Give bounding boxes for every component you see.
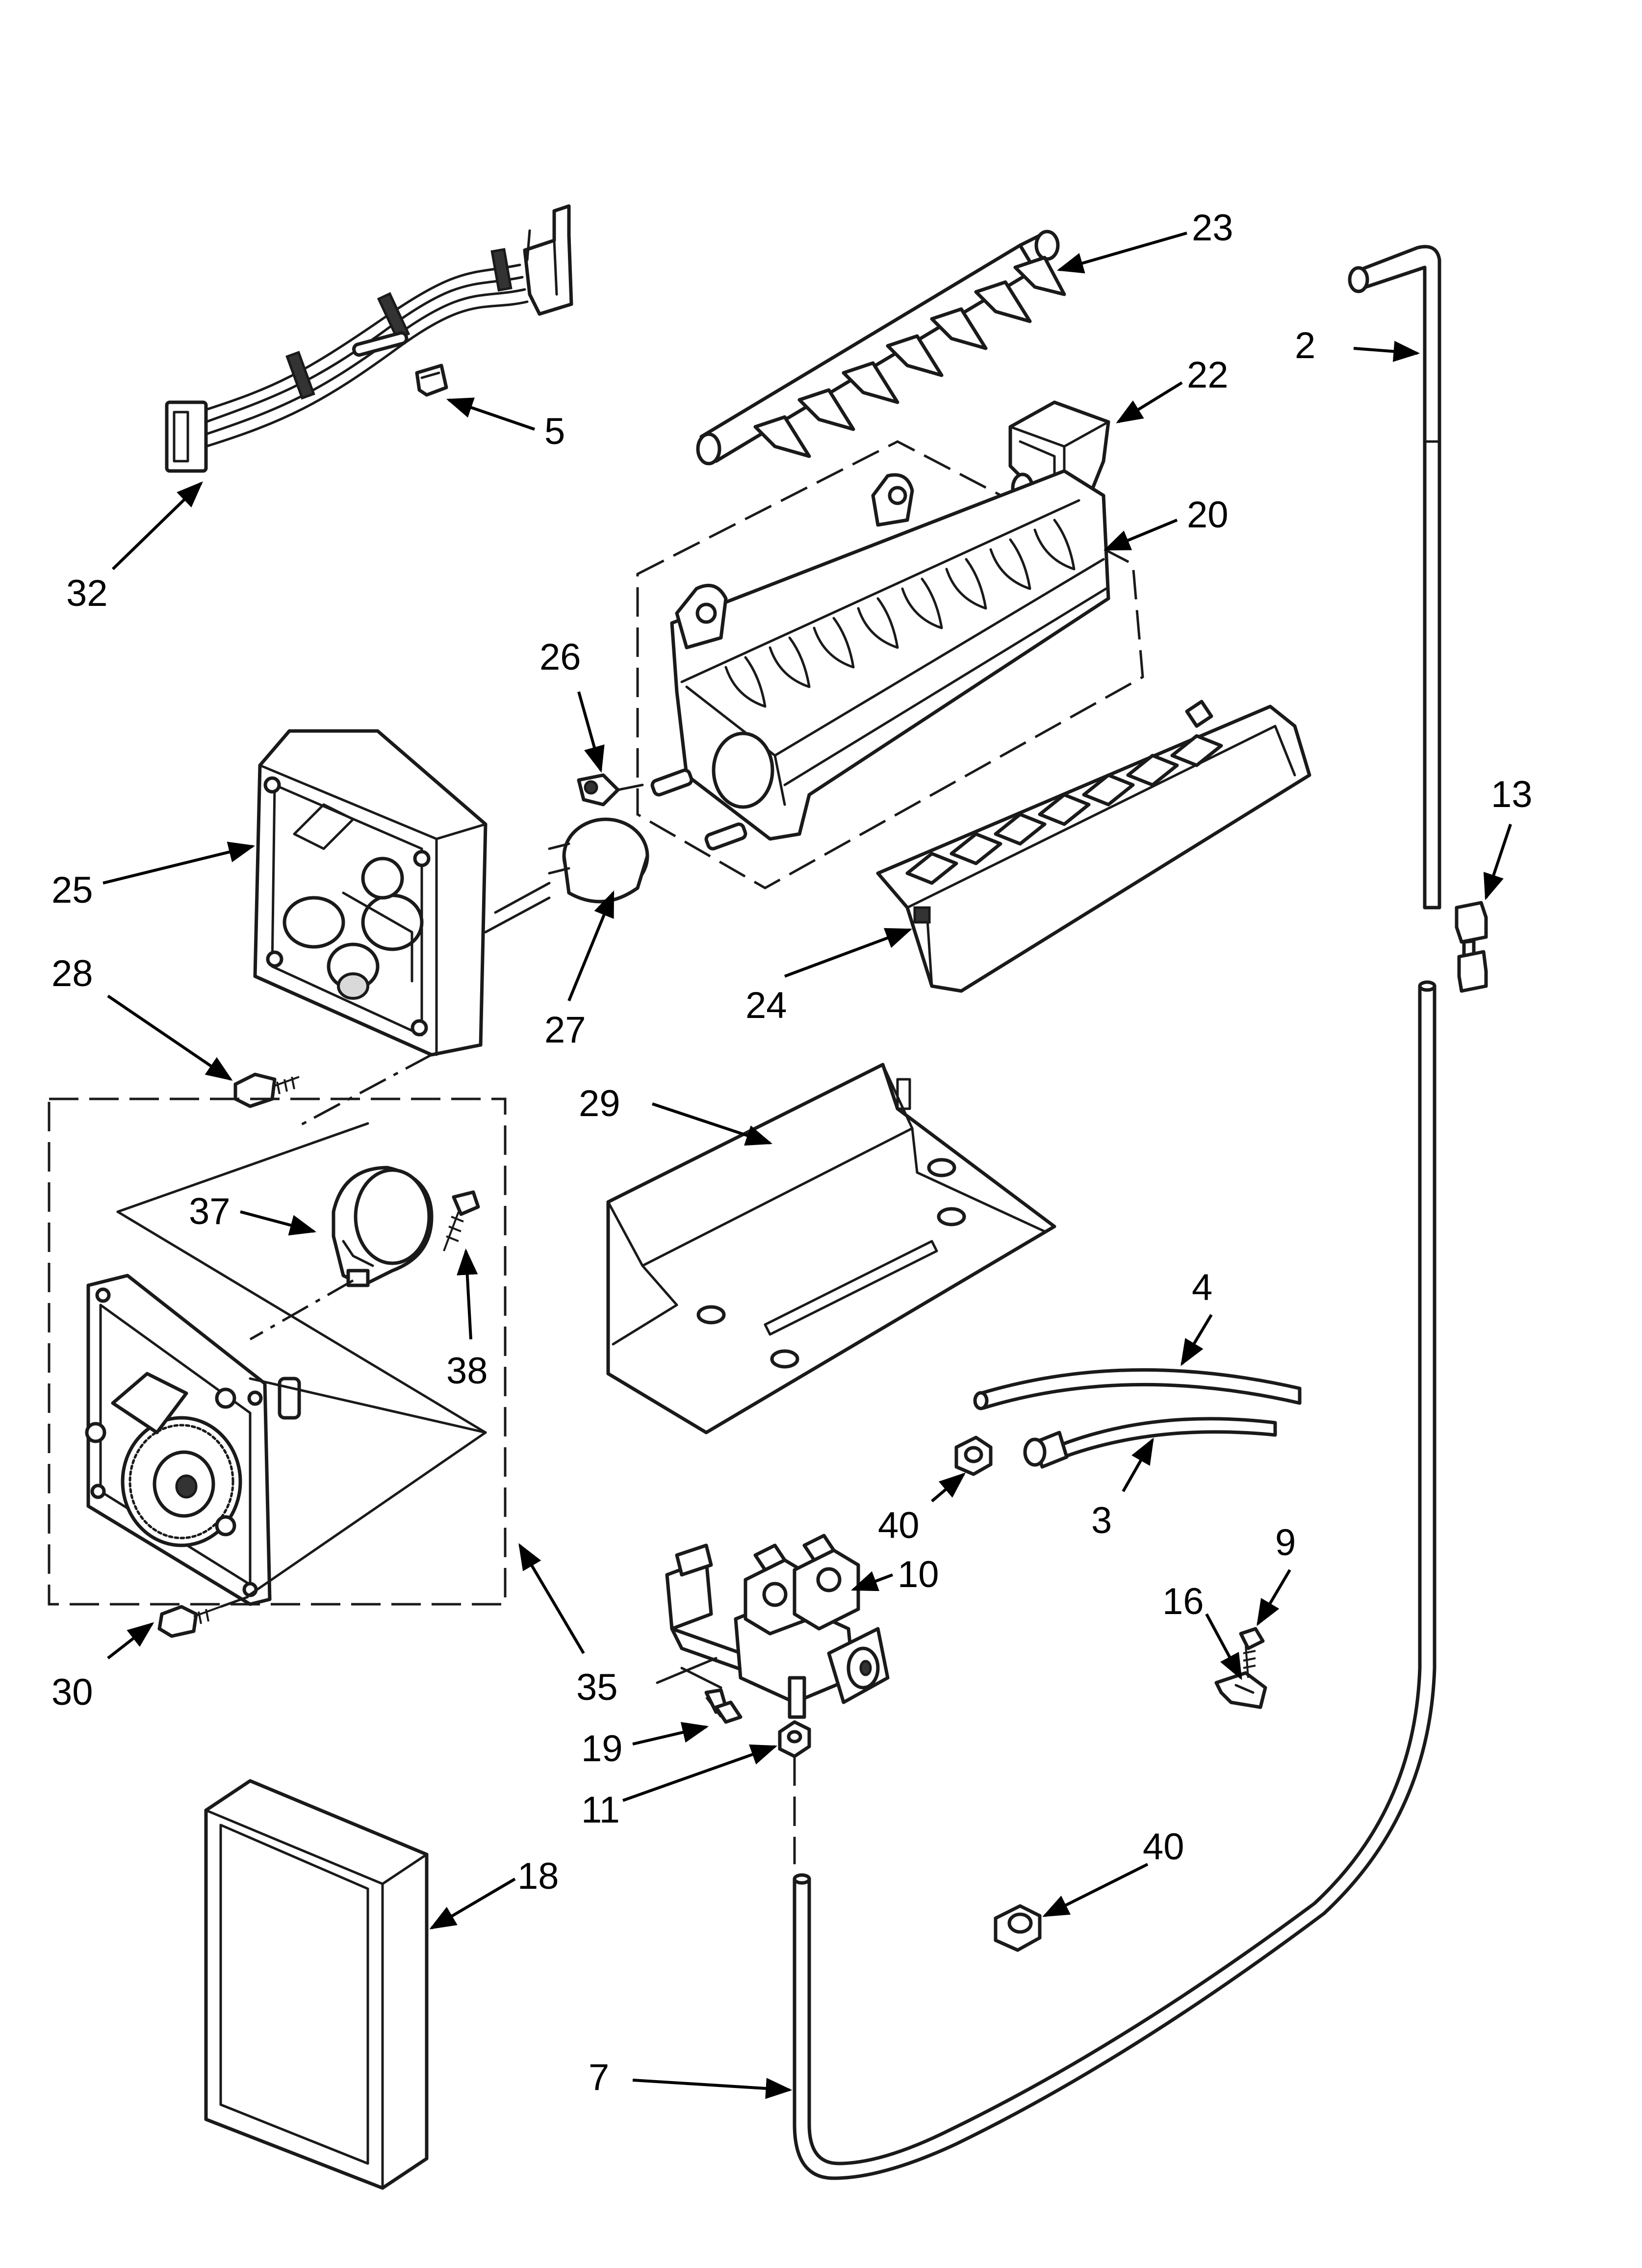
leader-lines xyxy=(103,232,1512,2099)
screw-30 xyxy=(157,1593,256,1638)
leader-3 xyxy=(1122,1437,1154,1492)
callout-5: 5 xyxy=(544,411,565,452)
clamp-16 xyxy=(1214,1671,1267,1709)
leader-16 xyxy=(1205,1613,1242,1680)
callout-20: 20 xyxy=(1187,494,1229,536)
leader-38 xyxy=(457,1248,478,1340)
leader-25 xyxy=(103,841,256,885)
leader-22 xyxy=(1116,381,1183,423)
callout-26: 26 xyxy=(539,636,581,678)
callout-23: 23 xyxy=(1192,207,1233,249)
nut-11 xyxy=(778,1720,811,1864)
screw-26 xyxy=(577,773,644,807)
callout-28: 28 xyxy=(51,953,93,994)
leader-7 xyxy=(632,2078,793,2099)
leader-30 xyxy=(107,1622,154,1660)
callout-3: 3 xyxy=(1091,1500,1112,1541)
leader-26 xyxy=(577,691,605,773)
callout-29: 29 xyxy=(579,1083,620,1124)
stripper-24 xyxy=(876,700,1311,993)
leader-13 xyxy=(1483,824,1512,901)
leader-2 xyxy=(1353,340,1420,362)
water-valve-10 xyxy=(656,1534,890,1719)
callout-32: 32 xyxy=(66,573,108,614)
housing-25 xyxy=(253,729,551,1057)
callout-25: 25 xyxy=(51,869,93,911)
leader-18 xyxy=(429,1877,516,1929)
callout-7: 7 xyxy=(589,2057,609,2098)
callout-18: 18 xyxy=(517,1855,559,1897)
leader-32 xyxy=(111,481,203,571)
callout-30: 30 xyxy=(51,1671,93,1713)
motor-37 xyxy=(249,1166,434,1341)
shield-29 xyxy=(606,1063,1056,1434)
leader-4 xyxy=(1180,1314,1213,1366)
callout-40a: 40 xyxy=(878,1505,920,1546)
callout-19: 19 xyxy=(581,1728,623,1770)
screw-38 xyxy=(443,1190,480,1251)
tube-4 xyxy=(973,1368,1302,1410)
leader-37 xyxy=(240,1210,317,1236)
callout-22: 22 xyxy=(1187,354,1229,396)
leader-19 xyxy=(632,1722,709,1746)
leader-23 xyxy=(1056,232,1187,274)
leader-5 xyxy=(446,397,535,431)
union-13 xyxy=(1455,901,1488,993)
thermostat-27 xyxy=(494,817,649,914)
mold-20 xyxy=(636,440,1144,889)
screw-28 xyxy=(233,1072,300,1108)
callout-2: 2 xyxy=(1295,325,1315,366)
callout-4: 4 xyxy=(1192,1267,1212,1308)
tube-7 xyxy=(793,980,1437,2180)
callout-37: 37 xyxy=(189,1191,231,1232)
wire-harness-32 xyxy=(165,204,573,473)
leader-27 xyxy=(567,890,615,1002)
callout-13: 13 xyxy=(1491,774,1533,815)
callout-11: 11 xyxy=(581,1789,620,1831)
module-box-35 xyxy=(48,1097,507,1606)
callout-10: 10 xyxy=(898,1554,939,1595)
ejector-23 xyxy=(696,230,1066,466)
callout-38: 38 xyxy=(446,1350,488,1392)
screw-19 xyxy=(704,1688,743,1724)
leader-35 xyxy=(518,1543,585,1654)
callout-labels: 23 2 22 5 32 20 26 13 25 28 27 24 29 37 … xyxy=(51,207,1533,2098)
screw-9 xyxy=(1239,1627,1265,1678)
leader-24 xyxy=(784,928,913,978)
module-plate-35 xyxy=(85,1122,487,1606)
leader-29 xyxy=(652,1102,773,1146)
leader-11 xyxy=(622,1744,778,1802)
callout-40b: 40 xyxy=(1143,1826,1184,1868)
callout-16: 16 xyxy=(1162,1581,1204,1622)
nut-40a xyxy=(954,1435,993,1476)
tube-3 xyxy=(1023,1417,1277,1469)
leader-28 xyxy=(107,994,233,1081)
tube-2 xyxy=(1348,245,1441,910)
pad-18 xyxy=(204,1779,429,2190)
leader-10 xyxy=(850,1571,894,1591)
callout-27: 27 xyxy=(544,1009,586,1051)
callout-35: 35 xyxy=(576,1667,618,1708)
leader-40a xyxy=(931,1472,966,1503)
callout-9: 9 xyxy=(1275,1522,1296,1564)
callout-24: 24 xyxy=(745,985,787,1026)
leader-40b xyxy=(1042,1863,1149,1917)
leader-9 xyxy=(1257,1569,1291,1626)
nut-40b xyxy=(994,1904,1042,1952)
leader-20 xyxy=(1103,519,1178,551)
